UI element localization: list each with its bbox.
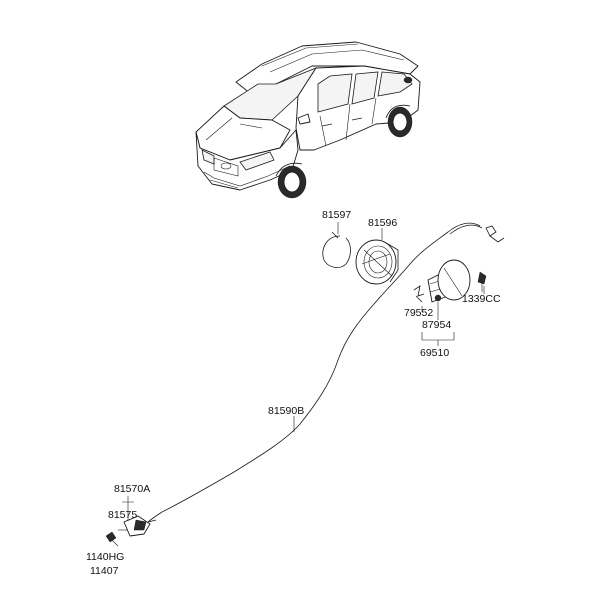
vehicle-illustration (195, 41, 421, 199)
part-1339CC-screw (477, 271, 487, 292)
part-81596-filler-housing (355, 228, 399, 285)
label-1140HG: 1140HG (86, 551, 124, 563)
part-81590B-release-cable (147, 222, 505, 523)
label-81590B: 81590B (268, 405, 304, 417)
part-79552-spring (413, 285, 425, 303)
label-87954: 87954 (422, 319, 451, 331)
label-1339CC: 1339CC (462, 293, 501, 305)
part-69510-fuel-door-assembly (427, 259, 471, 303)
part-81597-ring (322, 222, 351, 268)
part-1140HG-bolt (105, 531, 119, 547)
part-81570A-release-lever (118, 496, 157, 537)
label-79552: 79552 (404, 307, 433, 319)
label-81575: 81575 (108, 509, 137, 521)
label-81570A: 81570A (114, 483, 150, 495)
label-81597: 81597 (322, 209, 351, 221)
label-11407: 11407 (90, 565, 119, 577)
label-81596: 81596 (368, 217, 397, 229)
label-69510: 69510 (420, 347, 449, 359)
leader-lines (421, 286, 485, 346)
